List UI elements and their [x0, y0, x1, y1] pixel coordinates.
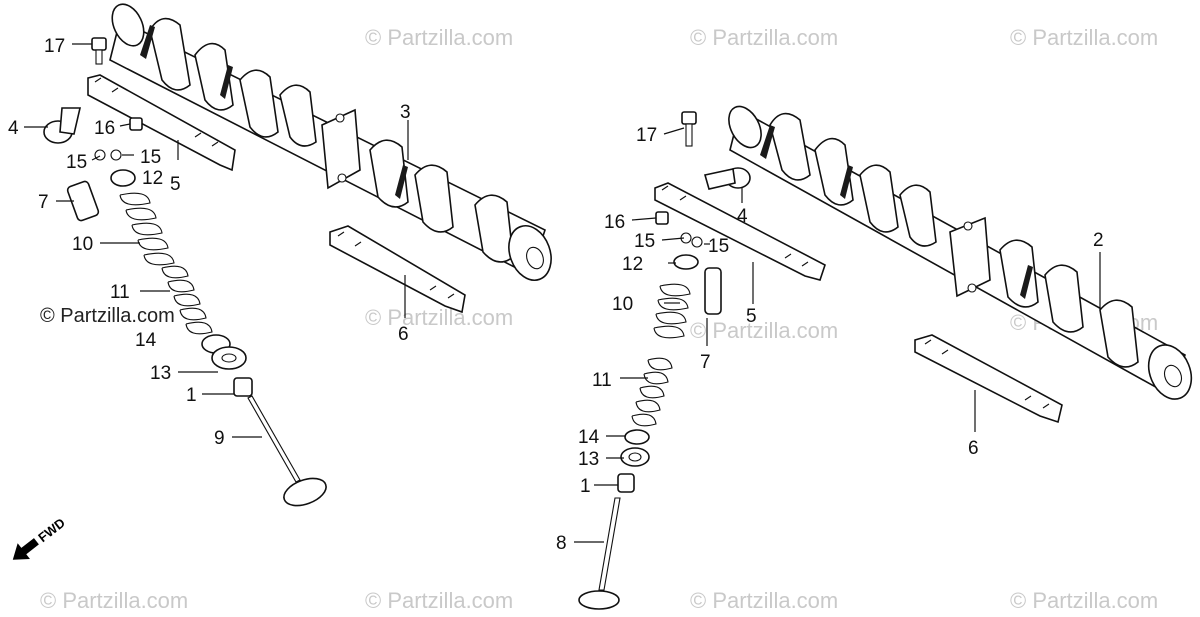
watermark: © Partzilla.com — [690, 318, 838, 343]
part-label: 10 — [612, 294, 633, 315]
part-label: 2 — [1093, 230, 1104, 251]
forward-arrow-icon — [12, 538, 39, 560]
part-label: 7 — [700, 352, 711, 373]
part-label: 3 — [400, 102, 411, 123]
part-label: 15 — [66, 152, 87, 173]
forward-direction-indicator: FWD — [12, 515, 68, 560]
part-label: 8 — [556, 533, 567, 554]
left-camshaft — [109, 3, 552, 281]
part-label: 17 — [44, 36, 65, 57]
watermark: © Partzilla.com — [690, 588, 838, 613]
left-part-labels: 17 4 16 15 15 12 5 7 10 11 14 13 1 9 3 6 — [8, 36, 411, 449]
part-label: 1 — [186, 385, 197, 406]
watermark: © Partzilla.com — [1010, 588, 1158, 613]
part-label: 11 — [592, 370, 612, 391]
part-label: 12 — [622, 254, 643, 275]
part-label: 13 — [150, 363, 171, 384]
part-label: 1 — [580, 476, 591, 497]
part-label: 5 — [170, 174, 181, 195]
left-lower-guide — [329, 225, 466, 314]
part-label: 14 — [135, 330, 157, 351]
right-small-parts — [578, 111, 751, 610]
part-label: 6 — [398, 324, 409, 345]
part-label: 17 — [636, 125, 657, 146]
left-leader-lines — [24, 43, 409, 438]
watermark: © Partzilla.com — [40, 305, 175, 327]
right-chain-guide — [654, 182, 826, 281]
watermark-layer: © Partzilla.com © Partzilla.com © Partzi… — [40, 25, 1158, 613]
part-label: 10 — [72, 234, 93, 255]
part-label: 15 — [634, 231, 655, 252]
part-label: 12 — [142, 168, 163, 189]
part-label: 4 — [737, 206, 748, 227]
part-label: 14 — [578, 427, 600, 448]
part-label: 4 — [8, 118, 19, 139]
watermark: © Partzilla.com — [1010, 25, 1158, 50]
watermark: © Partzilla.com — [40, 588, 188, 613]
right-part-labels: 17 16 4 15 15 12 5 10 7 11 14 13 1 8 2 6 — [556, 125, 1104, 554]
part-label: 5 — [746, 306, 757, 327]
part-label: 9 — [214, 428, 225, 449]
forward-label: FWD — [35, 515, 68, 545]
part-label: 16 — [94, 118, 115, 139]
right-lower-guide — [914, 334, 1063, 424]
part-label: 15 — [140, 147, 161, 168]
left-chain-guide — [87, 74, 236, 172]
part-label: 15 — [708, 236, 729, 257]
part-label: 13 — [578, 449, 599, 470]
watermark: © Partzilla.com — [690, 25, 838, 50]
part-label: 6 — [968, 438, 979, 459]
watermark: © Partzilla.com — [365, 25, 513, 50]
left-small-parts — [43, 37, 327, 507]
right-camshaft — [728, 105, 1193, 400]
watermark: © Partzilla.com — [365, 305, 513, 330]
part-label: 7 — [38, 192, 49, 213]
right-leader-lines — [574, 127, 1101, 543]
part-label: 11 — [110, 282, 130, 303]
watermark: © Partzilla.com — [365, 588, 513, 613]
part-label: 16 — [604, 212, 625, 233]
